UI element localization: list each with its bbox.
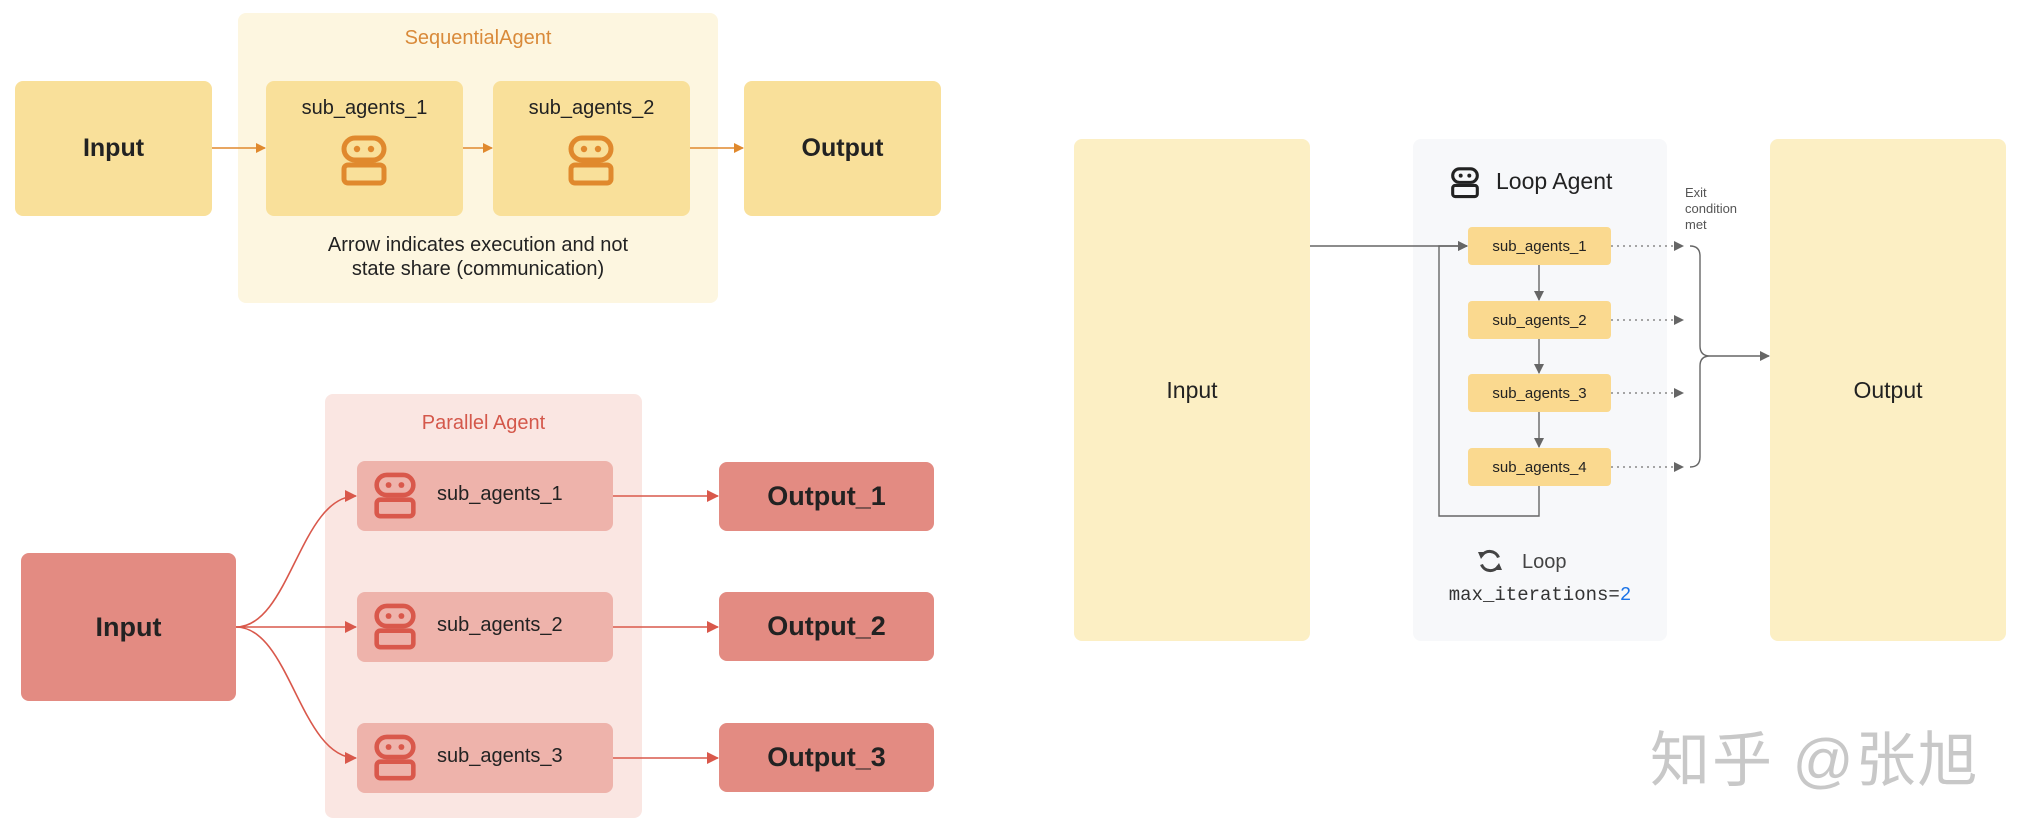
par-arrow-input-to-sub1 xyxy=(235,490,357,628)
sequential-sub-agent-1-label: sub_agents_1 xyxy=(301,97,428,119)
parallel-input-box: Input xyxy=(21,553,236,701)
parallel-input-label: Input xyxy=(95,611,162,642)
loop-sub-agent-3-label: sub_agents_3 xyxy=(1492,384,1587,402)
exit-brace xyxy=(1689,245,1711,468)
loop-sub-agent-2-label: sub_agents_2 xyxy=(1492,311,1587,329)
loop-back-arrow xyxy=(1438,241,1540,517)
max-iterations-label: max_iterations=2 xyxy=(1413,584,1667,606)
sequential-input-label: Input xyxy=(82,134,145,162)
loop-label: Loop xyxy=(1522,551,1567,573)
loop-sub-agent-2: sub_agents_2 xyxy=(1468,301,1611,339)
parallel-sub-agent-2-label: sub_agents_2 xyxy=(437,614,563,636)
parallel-sub-agent-2: sub_agents_2 xyxy=(357,592,613,662)
robot-icon xyxy=(374,734,416,781)
robot-icon xyxy=(374,472,416,519)
parallel-agent-title: Parallel Agent xyxy=(421,412,546,434)
parallel-sub-agent-1: sub_agents_1 xyxy=(357,461,613,531)
loop-input-box: Input xyxy=(1074,139,1310,641)
exit-condition-label-line-3: met xyxy=(1685,217,1707,232)
loop-refresh-icon xyxy=(1478,549,1502,573)
loop-sub-agent-3: sub_agents_3 xyxy=(1468,374,1611,412)
parallel-output-1: Output_1 xyxy=(719,462,934,531)
robot-icon xyxy=(374,603,416,650)
robot-icon xyxy=(1451,167,1479,199)
parallel-output-3: Output_3 xyxy=(719,723,934,792)
sequential-sub-agent-2-label: sub_agents_2 xyxy=(528,97,655,119)
loop-sub-agent-4: sub_agents_4 xyxy=(1468,448,1611,486)
parallel-output-2-label: Output_2 xyxy=(767,611,886,641)
par-arrow-input-to-sub3 xyxy=(235,626,357,764)
parallel-sub-agent-1-label: sub_agents_1 xyxy=(437,483,563,505)
max-iterations-value: 2 xyxy=(1619,584,1632,606)
exit-condition-label-line-1: Exit xyxy=(1685,185,1707,200)
parallel-output-3-label: Output_3 xyxy=(767,742,886,772)
sequential-agent-title: SequentialAgent xyxy=(404,27,552,49)
sequential-note-line-1: Arrow indicates execution and not xyxy=(327,234,629,256)
sequential-output-label: Output xyxy=(801,134,884,162)
loop-input-label: Input xyxy=(1166,376,1218,403)
parallel-sub-agent-3: sub_agents_3 xyxy=(357,723,613,793)
sequential-input-box: Input xyxy=(15,81,212,216)
exit-condition-label-line-2: condition xyxy=(1685,201,1738,216)
sequential-sub-agent-2: sub_agents_2 xyxy=(493,81,690,216)
max-iterations-key: max_iterations= xyxy=(1448,584,1620,606)
parallel-output-1-label: Output_1 xyxy=(767,481,886,511)
loop-output-label: Output xyxy=(1853,376,1923,403)
robot-icon xyxy=(341,135,387,186)
parallel-sub-agent-3-label: sub_agents_3 xyxy=(437,745,563,767)
sequential-note-line-2: state share (communication) xyxy=(351,258,605,280)
sequential-output-box: Output xyxy=(744,81,941,216)
sequential-sub-agent-1: sub_agents_1 xyxy=(266,81,463,216)
loop-agent-title: Loop Agent xyxy=(1496,168,1613,194)
loop-sub-agent-4-label: sub_agents_4 xyxy=(1492,458,1587,476)
loop-sub-agent-1-label: sub_agents_1 xyxy=(1492,237,1587,255)
parallel-output-2: Output_2 xyxy=(719,592,934,661)
loop-output-box: Output xyxy=(1770,139,2006,641)
robot-icon xyxy=(568,135,614,186)
watermark: 知乎 @张旭 xyxy=(1650,727,1980,794)
loop-sub-agent-1: sub_agents_1 xyxy=(1468,227,1611,265)
